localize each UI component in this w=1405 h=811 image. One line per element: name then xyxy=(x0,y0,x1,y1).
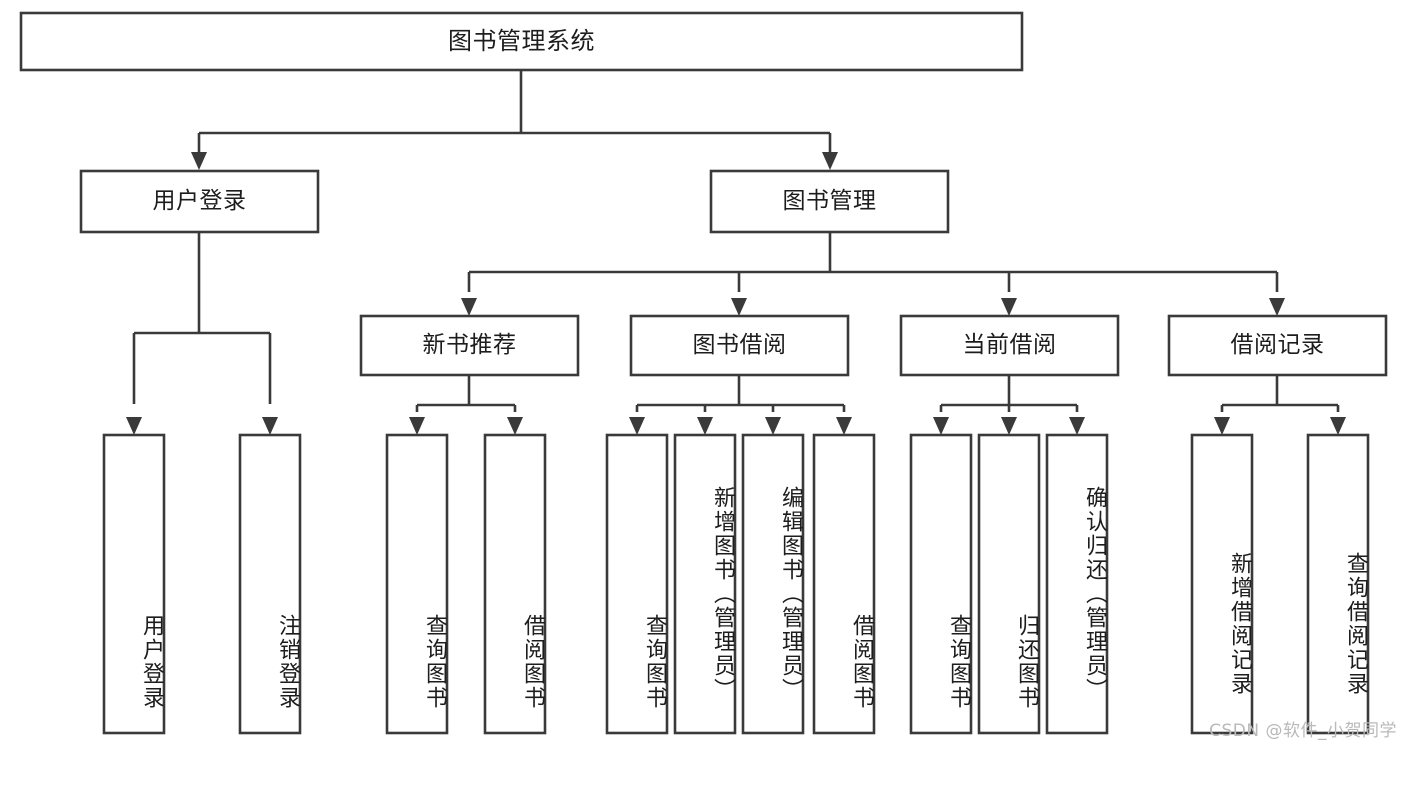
node-new-book-rec-box[interactable] xyxy=(359,314,580,377)
node-book-borrow-box[interactable] xyxy=(629,314,850,377)
flowchart-svg xyxy=(19,11,1388,735)
leaf-box[interactable] xyxy=(1306,433,1370,735)
leaf-box[interactable] xyxy=(977,433,1041,735)
leaf-box[interactable] xyxy=(909,433,973,735)
leaf-box[interactable] xyxy=(741,433,805,735)
connector-bookmanage-to-level3 xyxy=(461,232,1285,316)
node-user-login-box[interactable] xyxy=(79,169,320,234)
node-root-box[interactable] xyxy=(19,11,1024,72)
flowchart-canvas: 图书管理系统 用户登录 图书管理 新书推荐 图书借阅 当前借阅 借阅记录 用户登… xyxy=(19,11,1397,741)
leaf-box[interactable] xyxy=(673,433,737,735)
connector-bookborrow-to-leaves xyxy=(629,375,852,435)
connector-currentborrow-to-leaves xyxy=(933,375,1085,435)
leaf-box[interactable] xyxy=(238,433,302,735)
node-book-manage-box[interactable] xyxy=(709,169,950,234)
connector-borrowrecord-to-leaves xyxy=(1214,375,1346,435)
node-current-borrow-box[interactable] xyxy=(899,314,1120,377)
connector-userlogin-to-leaves xyxy=(126,232,278,435)
node-borrow-record-box[interactable] xyxy=(1167,314,1388,377)
leaf-box[interactable] xyxy=(102,433,166,735)
leaf-box[interactable] xyxy=(1045,433,1109,735)
leaf-box[interactable] xyxy=(812,433,876,735)
leaf-box[interactable] xyxy=(385,433,449,735)
connector-newbook-to-leaves xyxy=(409,375,523,435)
leaf-box[interactable] xyxy=(605,433,669,735)
connector-root-to-level2 xyxy=(191,70,838,170)
leaf-box[interactable] xyxy=(1190,433,1254,735)
leaf-box[interactable] xyxy=(483,433,547,735)
